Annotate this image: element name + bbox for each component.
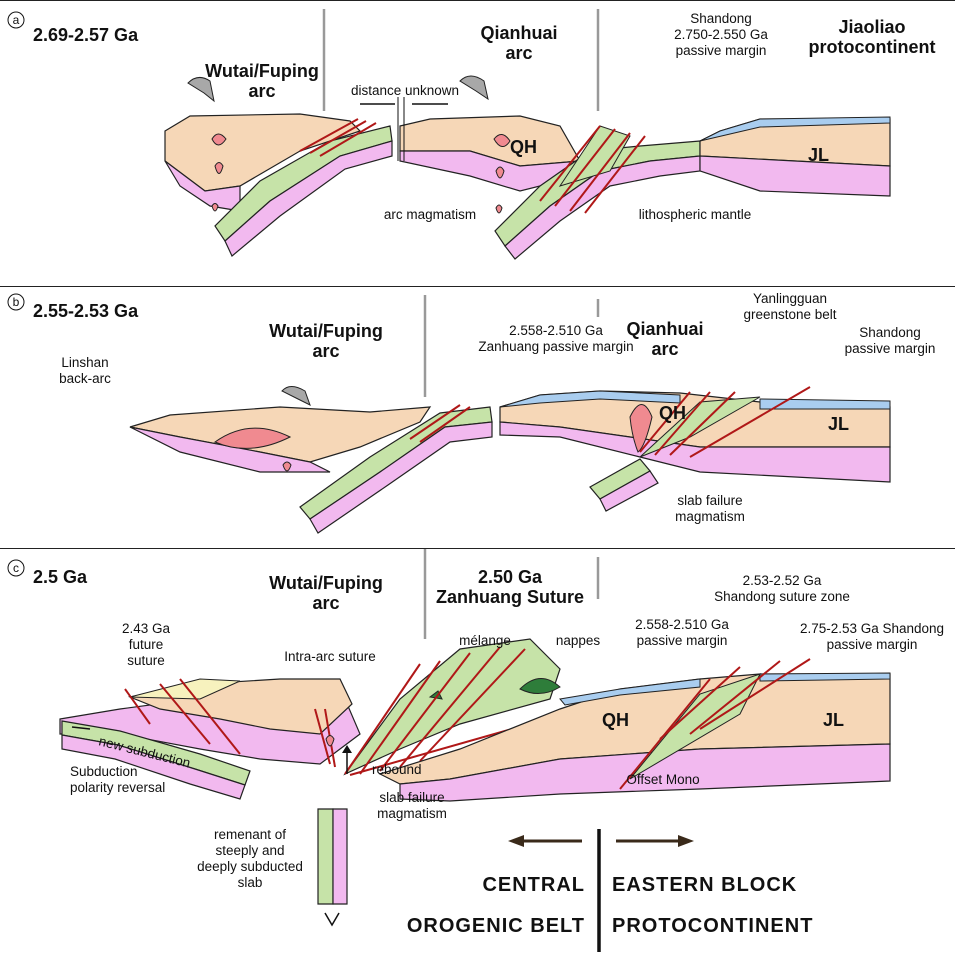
panel-b-diagram: b 2.55-2.53 Ga QH JL Wutai/Fuping arc Li… bbox=[0, 287, 955, 549]
label-backarc: back-arc bbox=[59, 371, 111, 386]
label-rem-1: remenant of bbox=[214, 827, 286, 842]
label-qh: QH bbox=[510, 137, 537, 157]
label-zanhuang-suture: Zanhuang Suture bbox=[436, 587, 584, 607]
label-sdpm-age: 2.75-2.53 Ga Shandong bbox=[800, 621, 944, 636]
label-polarity-reversal: polarity reversal bbox=[70, 780, 165, 795]
panel-c: c 2.5 Ga new subduction QH JL Wuta bbox=[0, 549, 955, 952]
panel-letter: a bbox=[13, 13, 20, 27]
label-intra-arc: Intra-arc suture bbox=[284, 649, 376, 664]
label-sdpm: passive margin bbox=[827, 637, 918, 652]
label-wutai: Wutai/Fuping bbox=[269, 321, 383, 341]
label-subduction: Subduction bbox=[70, 764, 138, 779]
label-shandong-pm: passive margin bbox=[676, 43, 767, 58]
label-linshan: Linshan bbox=[61, 355, 108, 370]
label-litho-mantle: lithospheric mantle bbox=[639, 207, 752, 222]
label-qh: QH bbox=[602, 710, 629, 730]
label-central: CENTRAL bbox=[482, 874, 585, 896]
panel-age: 2.5 Ga bbox=[33, 567, 88, 587]
label-qianhuai-arc: arc bbox=[505, 43, 532, 63]
label-shandong-age: 2.750-2.550 Ga bbox=[674, 27, 768, 42]
label-rebound: rebound bbox=[372, 762, 422, 777]
label-future-age: 2.43 Ga bbox=[122, 621, 171, 636]
label-wutai: Wutai/Fuping bbox=[205, 61, 319, 81]
panel-a-diagram: a 2.69-2.57 Ga QH JL Wutai/Fuping arc di… bbox=[0, 1, 955, 288]
label-zanhuang: Zanhuang passive margin bbox=[478, 339, 633, 354]
label-pm: passive margin bbox=[637, 633, 728, 648]
label-slab-failure: slab failure bbox=[379, 790, 444, 805]
label-arc-magmatism: arc magmatism bbox=[384, 207, 476, 222]
label-jiaoliao: Jiaoliao bbox=[838, 17, 905, 37]
label-eastern-block: EASTERN BLOCK bbox=[612, 874, 797, 896]
label-wutai-arc: arc bbox=[248, 81, 275, 101]
label-jl: JL bbox=[808, 145, 829, 165]
label-wutai-arc: arc bbox=[312, 593, 339, 613]
label-jl: JL bbox=[823, 710, 844, 730]
label-shandong: Shandong bbox=[690, 11, 752, 26]
panel-age: 2.55-2.53 Ga bbox=[33, 301, 139, 321]
label-shandong-pm: passive margin bbox=[845, 341, 936, 356]
label-qianhuai: Qianhuai bbox=[480, 23, 557, 43]
label-protocontinent: PROTOCONTINENT bbox=[612, 915, 813, 937]
panel-letter: b bbox=[13, 295, 20, 309]
label-melange: mélange bbox=[459, 633, 511, 648]
label-qh: QH bbox=[659, 403, 686, 423]
label-orogenic-belt: OROGENIC BELT bbox=[407, 915, 585, 937]
label-jl: JL bbox=[828, 414, 849, 434]
label-rem-2: steeply and bbox=[215, 843, 284, 858]
label-suture-age: 2.50 Ga bbox=[478, 567, 543, 587]
label-ssz: Shandong suture zone bbox=[714, 589, 850, 604]
panel-age: 2.69-2.57 Ga bbox=[33, 25, 139, 45]
label-magmatism: magmatism bbox=[675, 509, 745, 524]
label-zanhuang-age: 2.558-2.510 Ga bbox=[509, 323, 603, 338]
label-offset-mono: Offset Mono bbox=[626, 772, 699, 787]
label-future-suture: suture bbox=[127, 653, 165, 668]
label-future: future bbox=[129, 637, 164, 652]
label-wutai-arc: arc bbox=[312, 341, 339, 361]
label-rem-4: slab bbox=[238, 875, 263, 890]
label-yanlingguan: Yanlingguan bbox=[753, 291, 827, 306]
panel-b: b 2.55-2.53 Ga QH JL Wutai/Fuping arc Li… bbox=[0, 287, 955, 549]
label-shandong: Shandong bbox=[859, 325, 921, 340]
label-ssz-age: 2.53-2.52 Ga bbox=[743, 573, 822, 588]
label-wutai: Wutai/Fuping bbox=[269, 573, 383, 593]
label-nappes: nappes bbox=[556, 633, 601, 648]
label-greenstone: greenstone belt bbox=[743, 307, 836, 322]
label-slab-failure: slab failure bbox=[677, 493, 742, 508]
label-rem-3: deeply subducted bbox=[197, 859, 303, 874]
panel-a: a 2.69-2.57 Ga QH JL Wutai/Fuping arc di… bbox=[0, 0, 955, 287]
label-magmatism: magmatism bbox=[377, 806, 447, 821]
panel-c-diagram: c 2.5 Ga new subduction QH JL Wuta bbox=[0, 549, 955, 952]
label-protocontinent: protocontinent bbox=[809, 37, 936, 57]
panel-letter: c bbox=[13, 561, 19, 575]
label-qianhuai: Qianhuai bbox=[626, 319, 703, 339]
label-distance: distance unknown bbox=[351, 83, 459, 98]
label-qianhuai-arc: arc bbox=[651, 339, 678, 359]
label-pm-age: 2.558-2.510 Ga bbox=[635, 617, 729, 632]
